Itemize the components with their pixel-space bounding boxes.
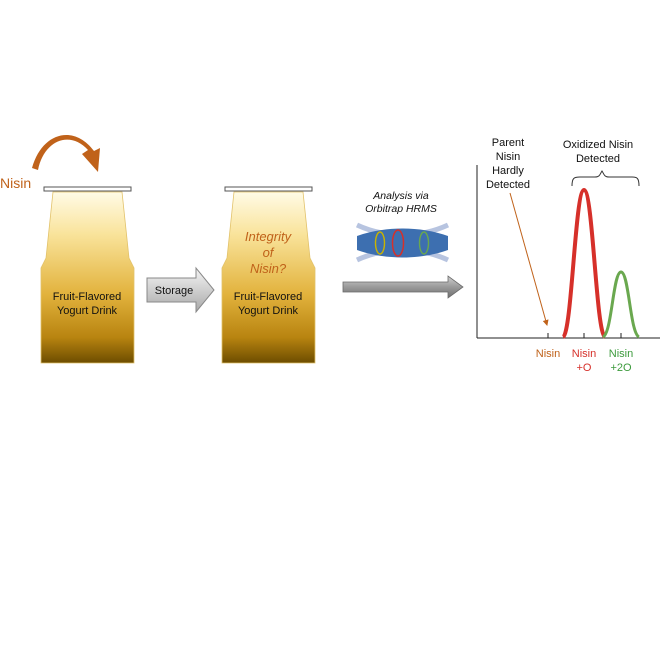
peak-nisin-o	[561, 187, 607, 339]
integrity-line2: of	[263, 245, 275, 260]
bottle-1-body	[40, 191, 135, 364]
bottle-2: Integrity of Nisin? Fruit-Flavored Yogur…	[221, 186, 316, 364]
storage-label: Storage	[155, 285, 194, 297]
bottle-2-body	[221, 191, 316, 364]
bottle-2-label-line2: Yogurt Drink	[238, 305, 299, 317]
bottle-2-cap	[224, 186, 313, 192]
bottle-1-label-line1: Fruit-Flavored	[53, 291, 121, 303]
parent-pointer-arrow	[509, 192, 549, 326]
parent-label-line2: Nisin	[496, 151, 520, 163]
parent-label-line4: Detected	[486, 179, 530, 191]
peak-nisin-2o	[601, 270, 641, 339]
axis-label-nisin: Nisin	[536, 348, 560, 360]
integrity-line1: Integrity	[245, 229, 293, 244]
orbitrap-icon	[355, 222, 450, 263]
curved-arrow-icon	[32, 134, 100, 172]
bottle-1-label-line2: Yogurt Drink	[57, 305, 118, 317]
integrity-line3: Nisin?	[250, 261, 287, 276]
parent-label-line1: Parent	[492, 137, 524, 149]
block-arrow-icon	[146, 266, 215, 314]
analysis-arrow-icon	[342, 275, 464, 299]
axis-label-nisin-2o-line2: +2O	[610, 362, 632, 374]
analysis-label-line2: Orbitrap HRMS	[365, 203, 437, 215]
parent-label-line3: Hardly	[492, 165, 524, 177]
nisin-input-label: Nisin	[0, 175, 31, 191]
oxidized-bracket	[571, 170, 640, 187]
spectrum-axes	[476, 165, 660, 339]
bottle-1: Fruit-Flavored Yogurt Drink	[40, 186, 135, 364]
axis-label-nisin-o-line2: +O	[577, 362, 592, 374]
analysis-label-line1: Analysis via	[372, 190, 429, 202]
bottle-2-label-line1: Fruit-Flavored	[234, 291, 302, 303]
axis-label-nisin-2o-line1: Nisin	[609, 348, 633, 360]
bottle-1-cap	[43, 186, 132, 192]
axis-label-nisin-o-line1: Nisin	[572, 348, 596, 360]
oxidized-label-line2: Detected	[576, 153, 620, 165]
oxidized-label-line1: Oxidized Nisin	[563, 139, 633, 151]
